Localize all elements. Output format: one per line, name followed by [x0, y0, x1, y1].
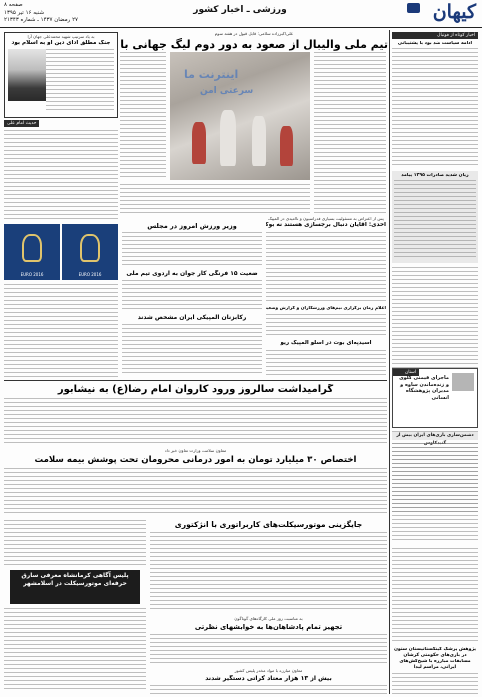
story6-headline: آسیدپه‌آی بوت در اسلو المپیک ریو — [280, 340, 372, 346]
right-text-block-1 — [392, 48, 478, 168]
left-bottom-text — [4, 608, 146, 692]
left-text-2 — [4, 284, 118, 378]
euro-2016-image-1: EURO 2016 — [4, 224, 60, 280]
euro-2016-image-2: EURO 2016 — [62, 224, 118, 280]
story3-text — [122, 324, 262, 376]
culture-headline: گرامیداشت سالروز ورود کاروان امام رضا(ع)… — [57, 384, 334, 395]
page-number: صفحه ۸ — [4, 2, 23, 8]
profile-box: به یاد سرتیپ شهید محمدعلی جهان آرا جنگ م… — [4, 32, 118, 118]
right-feature-headline: ماجرای قیمتی گلوی و زنده‌ماندن ساوه و مد… — [399, 375, 449, 401]
newspaper-logo: کیهان — [432, 1, 477, 23]
lead-text-bottom — [120, 184, 310, 216]
moto-text — [150, 532, 387, 612]
rules-kicker: به مناسبت روز ملی کارگاه‌های گوناگون — [234, 616, 303, 621]
photo-banner-1: اینترنت ما — [184, 68, 239, 81]
story1-text — [122, 232, 262, 266]
euro-label-1: EURO 2016 — [20, 272, 44, 277]
column-rule-right — [389, 30, 390, 694]
story4-text — [266, 232, 386, 302]
right-box-headline: ادامه سیاست ضد بود با پشتیبانی — [397, 41, 473, 46]
right-column-bottom: پژوهش پزشک کینگستانیستان ستون در بازی‌ها… — [392, 548, 478, 694]
trophy-icon — [80, 234, 100, 262]
story2-headline: ضعیت ۱۵ فرنگی کار جوان به اردوی تیم ملی — [126, 270, 258, 277]
right-feature-tag: استان — [393, 369, 419, 376]
right-lower-headline: دشمن‌سازی بازی‌های ایران بیش از گنبدکاوس — [392, 432, 478, 446]
trophy-icon — [22, 234, 42, 262]
portrait-photo — [8, 49, 46, 101]
story4-headline: احدی: آقایان دنبال برجسازی هستند نه بوکس… — [266, 222, 386, 228]
logo-badge-icon — [407, 3, 420, 13]
right-column-tag: اخبار کوتاه از فوتبال — [392, 32, 478, 39]
health-headline: اختصاص ۳۰ میلیارد تومان به امور درمانی م… — [34, 455, 357, 465]
lead-text-right — [314, 52, 386, 216]
player-figure — [280, 126, 293, 166]
euro-label-2: EURO 2016 — [78, 272, 102, 277]
story6-text — [266, 350, 386, 376]
story2-text — [122, 280, 262, 310]
player-figure — [252, 116, 266, 166]
story1-headline: وزیر ورزش امروز در مجلس — [147, 222, 237, 230]
right-shaded-box: زیان شدید صادرات ۱۳۹۵ پیامد — [392, 171, 478, 263]
left-column-tag: حدیث امام علی — [4, 120, 40, 127]
right-shaded-text — [394, 180, 476, 260]
right-feature-photo — [452, 373, 474, 391]
story5-headline: اعلام زمان برگزاری تیم‌های ورزشکاران و گ… — [266, 306, 386, 311]
rules-headline: تجهیز تمام پادشاهان‌ها به خوابشهای نظرتی — [194, 623, 343, 631]
profile-kicker: به یاد سرتیپ شهید محمدعلی جهان آرا — [27, 34, 95, 39]
profile-headline: جنگ مطلق ادای دین او به اسلام بود — [11, 40, 111, 46]
lead-kicker: علی‌اکبرزاده سلامی: قابل قبول در هفته سو… — [214, 31, 294, 36]
player-figure — [192, 122, 206, 164]
section-rule — [4, 380, 387, 382]
right-bottom-text — [392, 548, 478, 644]
right-feature-box: استان ماجرای قیمتی گلوی و زنده‌ماندن ساو… — [392, 368, 478, 428]
culture-text — [4, 398, 387, 444]
police-text — [150, 685, 387, 695]
dark-notice-box: پلیس آگاهی کرمانشاه معرفی سارق حرفه‌ای م… — [10, 570, 140, 604]
story4-kicker: پس از اعتراض به مسئولیت بسیاری فدراسیون … — [268, 216, 384, 221]
right-column-lower: دشمن‌سازی بازی‌های ایران بیش از گنبدکاوس — [392, 432, 478, 542]
lead-text-left — [120, 52, 166, 180]
police-headline: بیش از ۱۳ هزار معتاد کراتی دستگیر شدند — [205, 675, 332, 682]
police-kicker: معاون مبارزه با مواد مخدر پلیس کشور — [234, 668, 303, 673]
photo-banner-2: سرعتی امن — [200, 86, 254, 96]
right-bottom-text-2 — [392, 673, 478, 694]
profile-text — [46, 49, 114, 113]
left-column-tag-row: حدیث امام علی — [4, 120, 118, 128]
right-bottom-kicker: پژوهش پزشک کینگستانیستان ستون در بازی‌ها… — [393, 647, 477, 658]
issue-number: ۲۷ رمضان ۱۴۳۷ ـ شماره ۲۱۳۴۳ — [4, 17, 78, 23]
masthead: کیهان ورزشی ـ اخبار کشور صفحه ۸ شنبه ۱۶ … — [0, 0, 482, 28]
story5-text — [266, 314, 386, 338]
issue-info: صفحه ۸ شنبه ۱۶ تیر ۱۳۹۵ ۲۷ رمضان ۱۴۳۷ ـ … — [4, 2, 144, 25]
issue-date: شنبه ۱۶ تیر ۱۳۹۵ — [4, 9, 45, 16]
section-title: ورزشی ـ اخبار کشور — [193, 5, 287, 15]
left-lower-text — [4, 520, 146, 566]
right-box2-headline: زیان شدید صادرات ۱۳۹۵ پیامد — [401, 173, 469, 178]
right-lower-text — [392, 443, 478, 541]
health-text — [4, 468, 387, 516]
lead-headline: تیم ملی والیبال از صعود به دور دوم لیگ ج… — [120, 38, 388, 51]
left-text-1 — [4, 130, 118, 220]
story3-headline: رکابزنان المپیکی ایران مشخص شدند — [137, 314, 247, 321]
moto-headline: جایگزینی موتورسیکلت‌های کاربراتوری با ان… — [174, 520, 363, 529]
health-kicker: معاون سلامت وزارت تعاون خبر داد — [164, 448, 227, 453]
volleyball-photo: اینترنت ما سرعتی امن — [170, 52, 310, 180]
rules-text — [150, 634, 387, 664]
player-figure — [220, 110, 236, 166]
right-bottom-headline: مسابقات مبارزه با شیخ‌کش‌های ایرانی، مرا… — [399, 659, 471, 670]
